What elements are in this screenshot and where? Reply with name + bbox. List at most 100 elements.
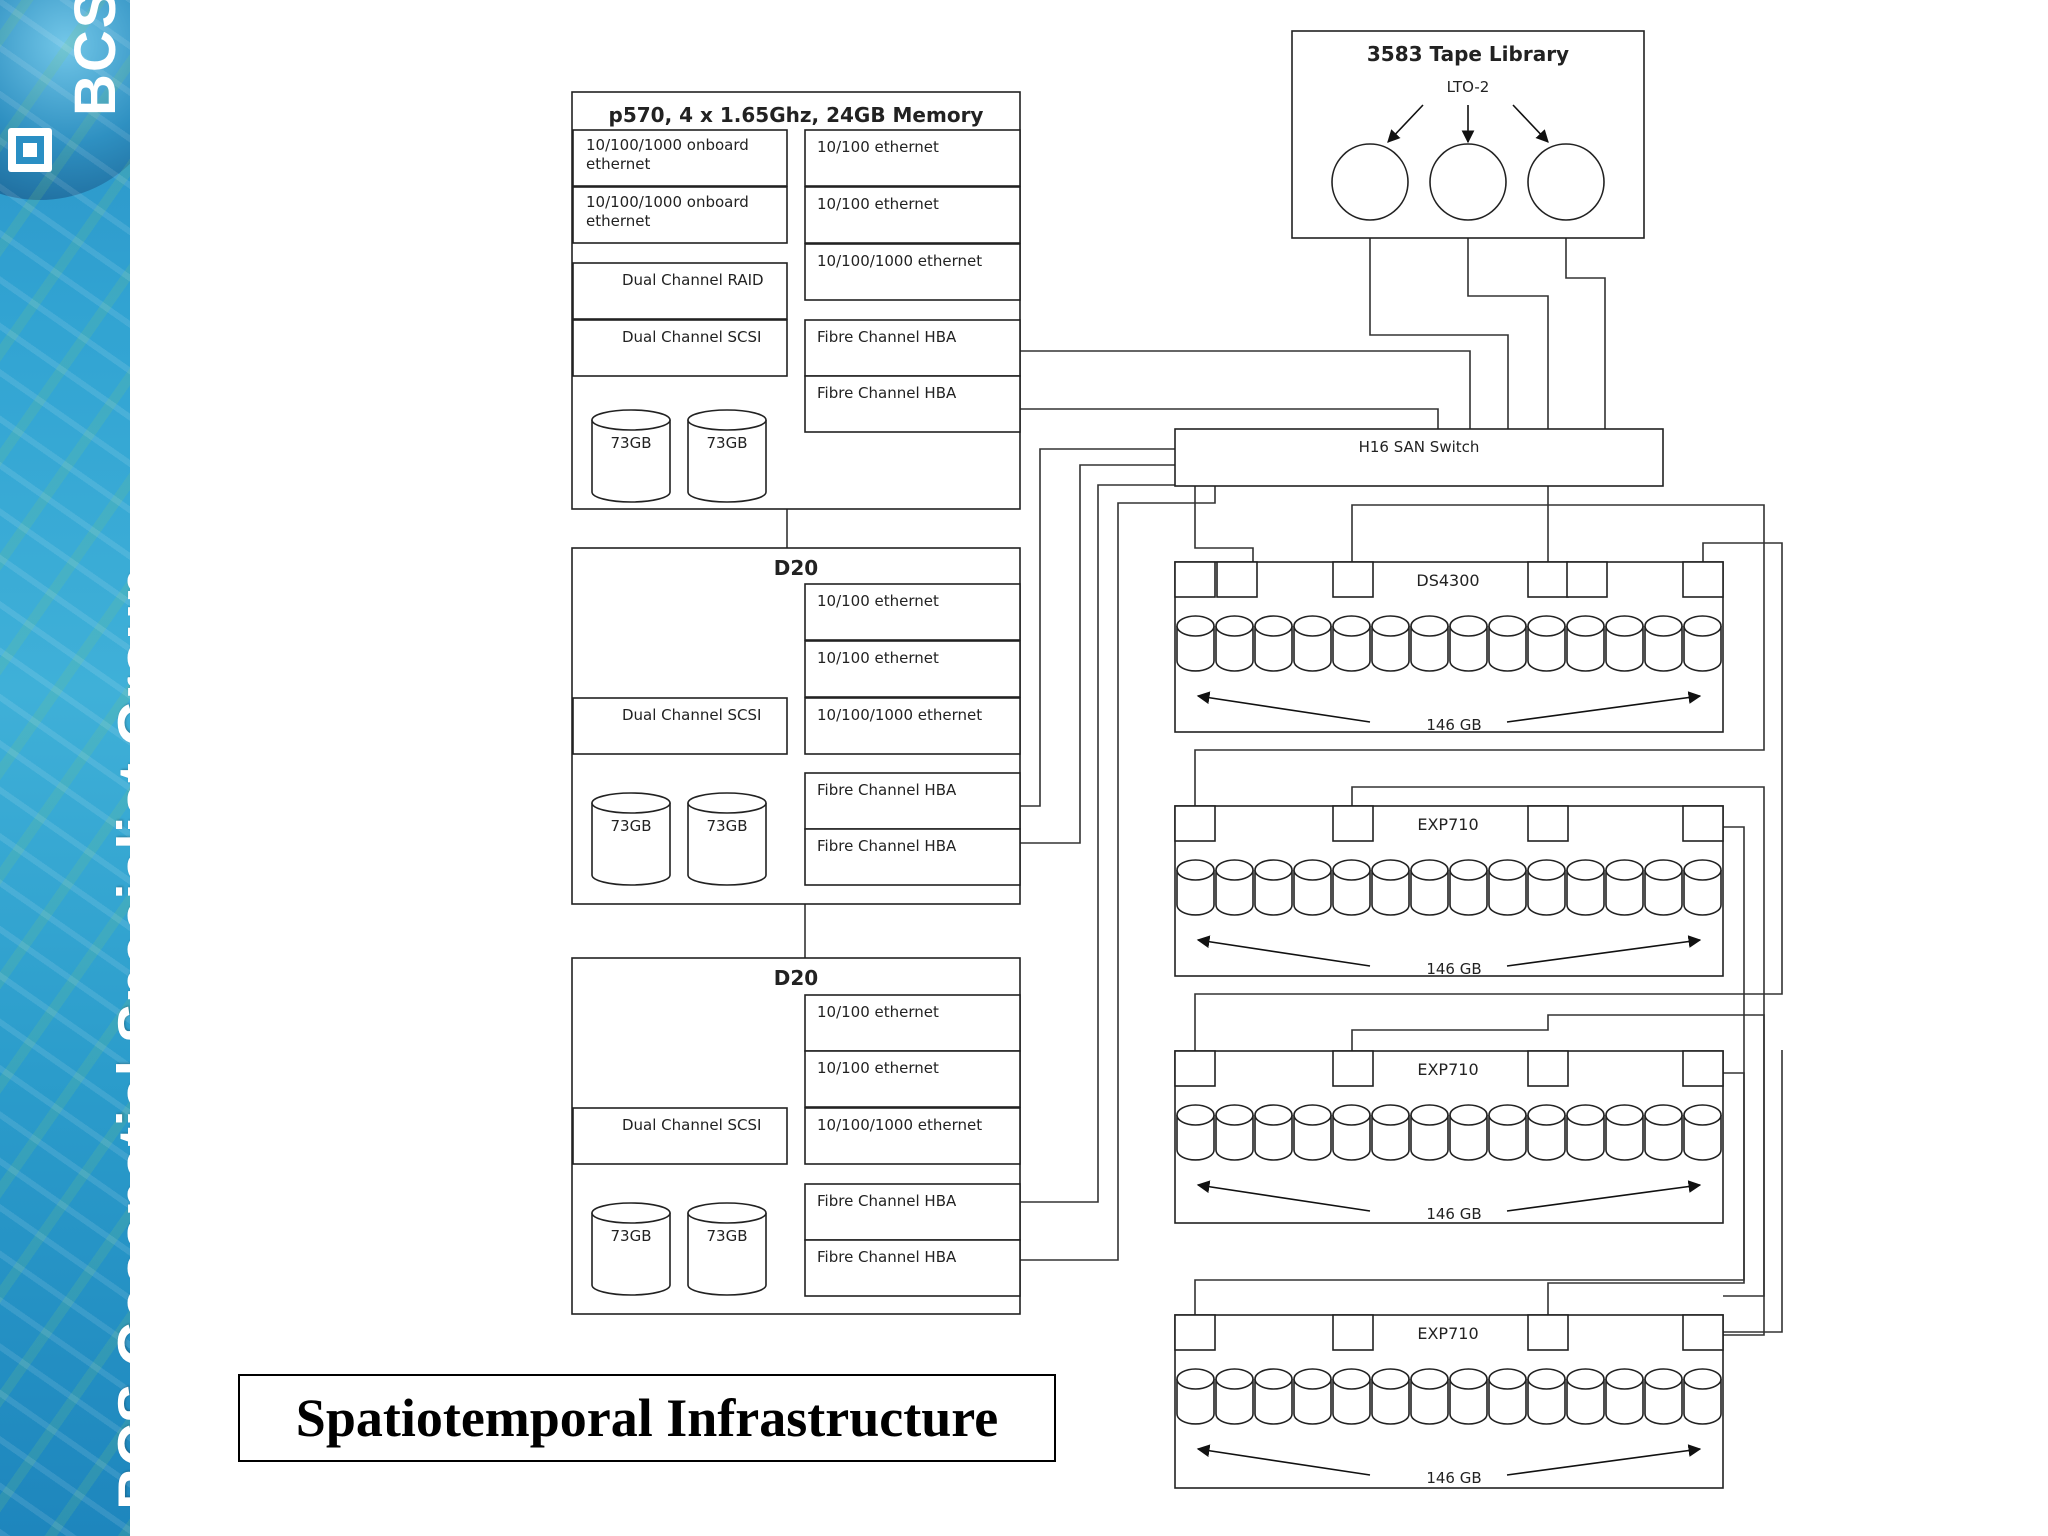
- drive-cylinder: [1410, 859, 1449, 916]
- storage-label: EXP710: [1417, 815, 1478, 834]
- drive-cylinder: [1605, 615, 1644, 672]
- disk-73gb: 73GB: [687, 792, 767, 886]
- drive-cylinder: [1644, 615, 1683, 672]
- drive-cylinder: [1254, 1368, 1293, 1425]
- card-10-100-1000-ethernet: [804, 1107, 1021, 1165]
- drive-cylinder: [1488, 859, 1527, 916]
- card-fibre-channel-hba: [804, 828, 1021, 886]
- card-label: Fibre Channel HBA: [817, 781, 957, 799]
- connection-line: [1020, 484, 1175, 1203]
- card-label: Fibre Channel HBA: [817, 837, 957, 855]
- card-label: 10/100 ethernet: [817, 1059, 939, 1077]
- connection-line: [1194, 504, 1765, 806]
- card-dual-channel-raid: [572, 262, 788, 320]
- drive-cylinder: [1566, 615, 1605, 672]
- connection-line: [1547, 826, 1745, 1315]
- port: [1682, 1314, 1724, 1351]
- disk-73gb: 73GB: [687, 409, 767, 503]
- drive-cylinder: [1683, 1104, 1722, 1161]
- disk-73gb: 73GB: [591, 409, 671, 503]
- tape-library-subtitle: LTO-2: [1447, 78, 1490, 96]
- port: [1174, 805, 1216, 842]
- storage-capacity: 146 GB: [1426, 1469, 1481, 1487]
- port: [1216, 561, 1258, 598]
- drive-cylinder: [1449, 1104, 1488, 1161]
- drive-cylinder: [1683, 1368, 1722, 1425]
- drive-cylinder: [1410, 615, 1449, 672]
- connection-line: [1467, 220, 1549, 429]
- server-title: p570, 4 x 1.65Ghz, 24GB Memory: [609, 103, 984, 127]
- disk-label: 73GB: [706, 817, 747, 835]
- disk-73gb: 73GB: [591, 792, 671, 886]
- arrow-icon: [1506, 691, 1702, 723]
- sidebar-banner: BCS BCS Geospatial Specialist Group: [0, 0, 130, 1536]
- connection-line: [1194, 486, 1254, 562]
- drive-cylinder: [1566, 859, 1605, 916]
- card-fibre-channel-hba: [804, 375, 1021, 433]
- arrow-icon: [1387, 104, 1424, 143]
- card-label: Fibre Channel HBA: [817, 384, 957, 402]
- connection-line: [1723, 1050, 1783, 1333]
- card-10-100-ethernet: [804, 640, 1021, 698]
- connection-line: [1194, 1072, 1745, 1315]
- drive-cylinder: [1605, 1104, 1644, 1161]
- slide-caption: Spatiotemporal Infrastructure: [238, 1374, 1056, 1462]
- card-10-100-1000-onboard-ethernet: [572, 129, 788, 187]
- card-label: Dual Channel SCSI: [622, 328, 761, 346]
- disk-label: 73GB: [706, 434, 747, 452]
- connection-line: [1194, 542, 1783, 1051]
- disk-73gb: 73GB: [591, 1202, 671, 1296]
- port: [1174, 561, 1216, 598]
- arrow-icon: [1506, 1444, 1702, 1476]
- server-title: D20: [774, 966, 818, 990]
- drive-cylinder: [1605, 859, 1644, 916]
- drive-cylinder: [1215, 1368, 1254, 1425]
- storage-label: EXP710: [1417, 1060, 1478, 1079]
- disk-label: 73GB: [706, 1227, 747, 1245]
- connection-line: [1020, 448, 1175, 807]
- card-label: Dual Channel SCSI: [622, 1116, 761, 1134]
- storage-capacity: 146 GB: [1426, 1205, 1481, 1223]
- drive-cylinder: [1176, 615, 1215, 672]
- drive-cylinder: [1644, 859, 1683, 916]
- port: [1174, 1314, 1216, 1351]
- drive-cylinder: [1293, 1104, 1332, 1161]
- drive-cylinder: [1566, 1368, 1605, 1425]
- drive-cylinder: [1215, 1104, 1254, 1161]
- drive-cylinder: [1449, 1368, 1488, 1425]
- drive-cylinder: [1371, 1104, 1410, 1161]
- tape-drive-icon: [1429, 143, 1507, 221]
- drive-cylinder: [1176, 859, 1215, 916]
- card-10-100-1000-onboard-ethernet: [572, 186, 788, 244]
- drive-cylinder: [1332, 859, 1371, 916]
- card-label: 10/100 ethernet: [817, 592, 939, 610]
- card-dual-channel-scsi: [572, 697, 788, 755]
- drive-cylinder: [1683, 615, 1722, 672]
- disk-label: 73GB: [610, 1227, 651, 1245]
- drive-cylinder: [1527, 1104, 1566, 1161]
- bcs-emblem-icon: [8, 128, 52, 172]
- disk-label: 73GB: [610, 434, 651, 452]
- port: [1527, 561, 1569, 598]
- drive-cylinder: [1449, 859, 1488, 916]
- drive-cylinder: [1527, 615, 1566, 672]
- port: [1527, 1050, 1569, 1087]
- connection-line: [1369, 220, 1509, 429]
- storage-capacity: 146 GB: [1426, 960, 1481, 978]
- card-label: 10/100/1000 ethernet: [817, 1116, 982, 1134]
- disk-73gb: 73GB: [687, 1202, 767, 1296]
- card-label: Dual Channel RAID: [622, 271, 764, 289]
- drive-cylinder: [1254, 859, 1293, 916]
- card-10-100-1000-ethernet: [804, 243, 1021, 301]
- card-dual-channel-scsi: [572, 319, 788, 377]
- drive-cylinder: [1254, 615, 1293, 672]
- drive-cylinder: [1527, 859, 1566, 916]
- card-label: 10/100 ethernet: [817, 138, 939, 156]
- connection-line: [1351, 1014, 1765, 1336]
- drive-cylinder: [1488, 615, 1527, 672]
- port: [1332, 805, 1374, 842]
- drive-cylinder: [1488, 1368, 1527, 1425]
- arrow-icon: [1196, 1180, 1371, 1212]
